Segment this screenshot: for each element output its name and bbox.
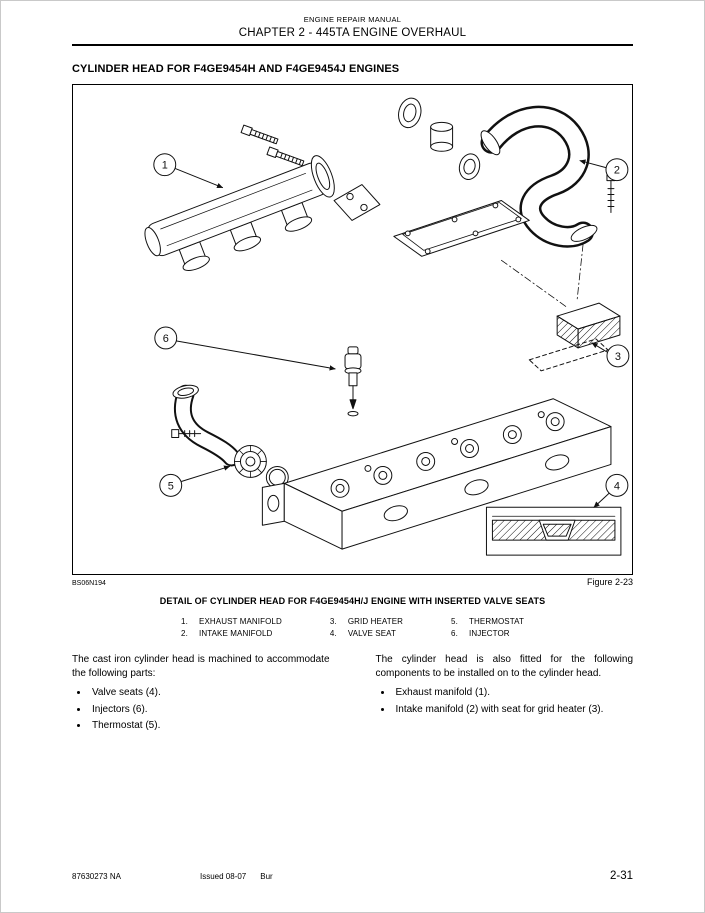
page-number: 2-31 [609, 870, 633, 882]
legend-item-label: GRID HEATER [347, 617, 404, 626]
legend-item-number: 5. [451, 617, 458, 626]
cylinder-head-drawing [261, 398, 612, 550]
clamp-and-seals-drawing [398, 97, 481, 180]
legend-item-number: 1. [181, 617, 188, 626]
figure-legend: 1. EXHAUST MANIFOLD 2. INTAKE MANIFOLD 3… [1, 617, 704, 638]
bullet-item: Injectors (6). [89, 703, 330, 717]
manual-title: ENGINE REPAIR MANUAL [303, 15, 402, 24]
figure-frame: 1 2 3 4 [72, 84, 633, 575]
legend-item: 1. EXHAUST MANIFOLD [181, 617, 282, 626]
bullet-item: Valve seats (4). [89, 686, 330, 700]
callout-4: 4 [593, 473, 629, 508]
legend-item-number: 3. [329, 617, 337, 626]
callout-4-number: 4 [614, 480, 620, 492]
figure-caption: DETAIL OF CYLINDER HEAD FOR F4GE9454H/J … [159, 596, 546, 606]
right-intro-paragraph: The cylinder head is also fitted for the… [375, 654, 634, 680]
legend-item-label: EXHAUST MANIFOLD [199, 617, 282, 626]
callout-2: 2 [579, 158, 629, 182]
body-column-left: The cast iron cylinder head is machined … [72, 653, 330, 735]
figure-label: Figure 2-23 [586, 577, 633, 587]
callout-1-number: 1 [162, 160, 168, 172]
legend-item: 2. INTAKE MANIFOLD [181, 629, 282, 638]
right-bullet-list: Exhaust manifold (1). Intake manifold (2… [376, 686, 634, 716]
header-divider [72, 44, 633, 46]
section-title: CYLINDER HEAD FOR F4GE9454H AND F4GE9454… [72, 63, 400, 75]
exhaust-manifold-drawing [144, 155, 335, 271]
body-column-right: The cylinder head is also fitted for the… [376, 653, 634, 735]
callout-6: 6 [154, 326, 336, 371]
callout-3-number: 3 [615, 351, 621, 363]
bullet-item: Exhaust manifold (1). [393, 686, 634, 700]
exploded-diagram: 1 2 3 4 [144, 97, 630, 556]
left-bullet-list: Valve seats (4). Injectors (6). Thermost… [72, 686, 330, 733]
legend-item-number: 4. [329, 629, 337, 638]
legend-item-number: 2. [181, 629, 188, 638]
document-number: 87630273 NA [72, 872, 121, 881]
chapter-title: CHAPTER 2 - 445TA ENGINE OVERHAUL [238, 27, 467, 39]
thermostat-housing-drawing [172, 384, 241, 467]
manifold-gasket-drawing [333, 184, 381, 221]
manifold-bolts-drawing [240, 124, 305, 167]
photo-id: BS06N194 [72, 580, 106, 587]
callout-5-number: 5 [168, 480, 174, 492]
body-columns: The cast iron cylinder head is machined … [72, 653, 633, 735]
left-intro-paragraph: The cast iron cylinder head is machined … [72, 654, 330, 680]
legend-item-label: INTAKE MANIFOLD [199, 629, 273, 638]
legend-column-3: 5. THERMOSTAT 6. INJECTOR [451, 617, 524, 638]
callout-5: 5 [159, 465, 231, 497]
issued-date: Issued 08-07 [200, 872, 247, 881]
legend-item-label: VALVE SEAT [347, 629, 396, 638]
page-footer: 87630273 NA Issued 08-07 Bur 2-31 [72, 870, 633, 882]
legend-item: 5. THERMOSTAT [451, 617, 524, 626]
injector-drawing [344, 346, 362, 417]
assembly-lines [500, 243, 584, 309]
callout-6-number: 6 [163, 333, 169, 345]
legend-item: 3. GRID HEATER [330, 617, 403, 626]
callout-3: 3 [591, 342, 630, 368]
thermostat-drawing [233, 445, 289, 489]
bullet-item: Thermostat (5). [89, 719, 330, 733]
legend-column-2: 3. GRID HEATER 4. VALVE SEAT [330, 617, 403, 638]
issued-by: Bur [260, 872, 273, 881]
bullet-item: Intake manifold (2) with seat for grid h… [393, 703, 634, 717]
legend-column-1: 1. EXHAUST MANIFOLD 2. INTAKE MANIFOLD [181, 617, 282, 638]
legend-item: 6. INJECTOR [451, 629, 524, 638]
legend-item-number: 6. [451, 629, 458, 638]
heater-plate-drawing [393, 200, 530, 257]
legend-item-label: INJECTOR [469, 629, 510, 638]
callout-1: 1 [153, 153, 224, 189]
figure-meta: BS06N194 Figure 2-23 [72, 577, 633, 587]
heater-gasket-drawing [528, 338, 609, 372]
callout-2-number: 2 [614, 165, 620, 177]
exhaust-elbow-pipe-drawing [480, 105, 598, 248]
valve-seat-inset-drawing [485, 506, 622, 556]
legend-item-label: THERMOSTAT [469, 617, 524, 626]
page-header: ENGINE REPAIR MANUAL CHAPTER 2 - 445TA E… [1, 1, 704, 46]
grid-heater-drawing [556, 302, 621, 349]
housing-bolt-drawing [171, 429, 202, 439]
legend-item: 4. VALVE SEAT [330, 629, 403, 638]
